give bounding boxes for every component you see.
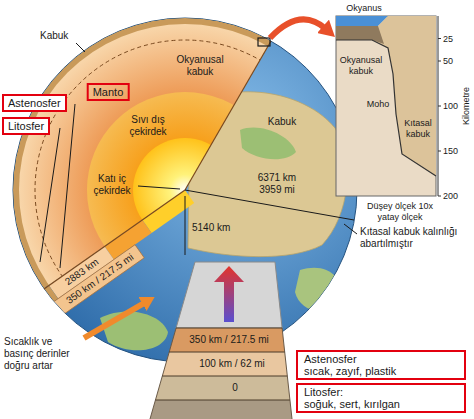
box-text: Manto — [93, 86, 124, 98]
layer-box: Litosfer — [2, 117, 50, 135]
upward-arrow — [214, 266, 244, 322]
depth-label: 350 km / 217.5 mi — [189, 334, 268, 346]
axis-tick — [438, 38, 441, 39]
leader-line — [76, 43, 85, 52]
wedge-band — [156, 376, 290, 400]
depth-line — [185, 196, 186, 255]
axis-tick — [438, 151, 441, 152]
box-text: Litosfer — [8, 120, 44, 132]
box-text: Litosfer: — [304, 386, 458, 398]
leader-line — [60, 104, 75, 268]
wedge-band — [150, 400, 292, 419]
inset-continental-crust — [336, 16, 436, 176]
axis-tick-label: 50 — [443, 56, 453, 67]
note: Kıtasal kabuk kalınlığı abartılmıştır — [360, 226, 468, 250]
axis-tick — [438, 106, 441, 107]
layer-box: Astenosfer — [2, 94, 67, 112]
note: Sıcaklık ve basınç derinler doğru artar — [4, 336, 80, 372]
inset-mantle — [336, 16, 436, 196]
axis-title: Kilometre — [461, 87, 472, 125]
cut-inner-core — [142, 190, 194, 233]
layer-box: Manto — [87, 83, 130, 101]
boundary-label: Moho — [367, 99, 390, 110]
axis-tick — [438, 196, 441, 197]
layer-label: Katı iç çekirdek — [90, 173, 134, 197]
continent-green — [295, 268, 341, 311]
layer-label: Okyanusal kabuk — [337, 55, 385, 77]
leader-line — [344, 224, 357, 234]
axis-tick-label: 150 — [443, 146, 458, 157]
ocean-label: Okyanus — [344, 3, 384, 14]
layer-label: Kabuk — [268, 116, 296, 128]
moho-line — [336, 40, 436, 176]
zoom-arrow — [270, 19, 326, 38]
dimension-label: 5140 km — [192, 222, 230, 234]
dimension-label: 6371 km 3959 mi — [254, 172, 300, 196]
leader-line — [40, 128, 60, 262]
depth-line — [162, 376, 287, 377]
layer-label: Kıtasal kabuk — [401, 118, 435, 140]
continent-green — [100, 311, 168, 350]
depth-line — [176, 328, 282, 329]
leader-line — [138, 186, 180, 189]
wedge-band — [169, 328, 285, 352]
continent-green — [240, 128, 296, 160]
globe-ocean — [13, 18, 357, 362]
temperature-arrow — [84, 302, 146, 338]
axis-tick-label: 100 — [443, 101, 458, 112]
box-text: sıcak, zayıf, plastik — [304, 365, 458, 377]
axis-tick — [438, 61, 441, 62]
crust-layer — [13, 18, 357, 362]
axis-tick-label: 25 — [443, 33, 453, 44]
wedge-slice — [176, 262, 282, 328]
layer-label: Kabuk — [40, 30, 68, 42]
cut-band — [53, 245, 144, 316]
inset-marker — [258, 38, 270, 46]
wedge-edge — [150, 328, 176, 419]
inset-oceanic-crust — [336, 26, 384, 44]
layer-label: Sıvı dış çekirdek — [126, 114, 170, 138]
wedge-edge — [282, 328, 292, 419]
property-box: Astenosfersıcak, zayıf, plastik — [296, 350, 466, 380]
depth-label: 100 km / 62 mi — [199, 358, 265, 370]
box-text: Astenosfer — [304, 353, 458, 365]
depth-label: 0 — [232, 382, 238, 394]
layer-label: Okyanusal kabuk — [173, 54, 228, 78]
box-text: Astenosfer — [8, 97, 61, 109]
scale-note: Düşey ölçek 10x yatay ölçek — [363, 201, 438, 223]
depth-line — [156, 400, 290, 401]
depth-line — [169, 352, 285, 353]
box-text: soğuk, sert, kırılgan — [304, 398, 458, 410]
property-box: Litosfer:soğuk, sert, kırılgan — [296, 383, 466, 413]
cutaway — [13, 18, 357, 362]
wedge-band — [162, 352, 287, 376]
axis-tick-label: 200 — [443, 191, 458, 202]
